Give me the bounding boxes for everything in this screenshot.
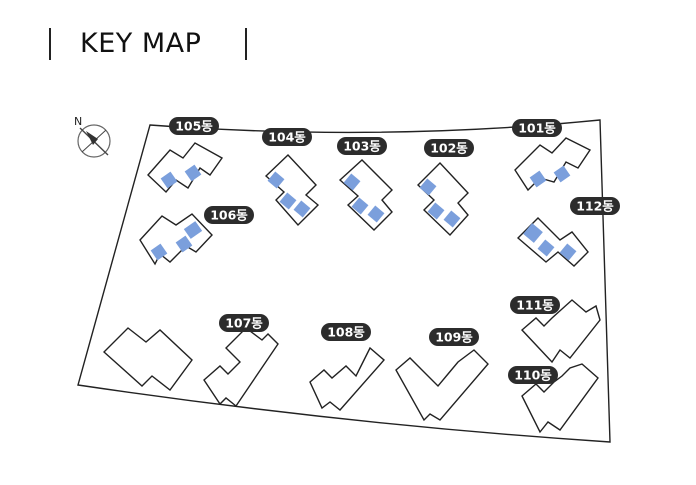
- building-label-bg: [321, 323, 371, 341]
- building-label-103[interactable]: 103동: [337, 137, 387, 155]
- building-102[interactable]: [416, 161, 469, 237]
- building-label-text: 102동: [430, 141, 468, 156]
- building-label-text: 103동: [343, 139, 381, 154]
- building-unlabeled: [102, 327, 193, 391]
- building-label-bg: [512, 119, 562, 137]
- building-label-110[interactable]: 110동: [508, 366, 558, 384]
- building-109[interactable]: [395, 349, 489, 422]
- building-104[interactable]: [264, 154, 320, 227]
- building-label-112[interactable]: 112동: [570, 197, 620, 215]
- building-111[interactable]: [520, 299, 601, 364]
- building-label-111[interactable]: 111동: [510, 296, 560, 314]
- building-105[interactable]: [147, 142, 224, 194]
- compass-north-letter: N: [74, 115, 82, 128]
- building-label-text: 105동: [175, 119, 213, 134]
- building-label-bg: [510, 296, 560, 314]
- building-label-text: 110동: [514, 368, 552, 383]
- building-103[interactable]: [338, 159, 393, 231]
- building-label-bg: [219, 314, 269, 332]
- building-label-text: 104동: [268, 130, 306, 145]
- building-label-text: 101동: [518, 121, 556, 136]
- building-label-109[interactable]: 109동: [429, 328, 479, 346]
- building-label-101[interactable]: 101동: [512, 119, 562, 137]
- building-label-104[interactable]: 104동: [262, 128, 312, 146]
- north-compass-icon: N: [74, 115, 111, 158]
- building-label-bg: [508, 366, 558, 384]
- building-112[interactable]: [516, 217, 589, 267]
- building-108[interactable]: [309, 346, 385, 411]
- building-label-108[interactable]: 108동: [321, 323, 371, 341]
- building-107[interactable]: [203, 327, 279, 408]
- building-label-107[interactable]: 107동: [219, 314, 269, 332]
- building-label-bg: [262, 128, 312, 146]
- building-label-text: 109동: [435, 330, 473, 345]
- building-label-102[interactable]: 102동: [424, 139, 474, 157]
- building-110[interactable]: [521, 363, 599, 434]
- building-label-text: 112동: [576, 199, 614, 214]
- building-label-bg: [429, 328, 479, 346]
- building-106[interactable]: [139, 213, 213, 266]
- building-label-text: 111동: [516, 298, 554, 313]
- building-101[interactable]: [514, 137, 592, 192]
- building-label-106[interactable]: 106동: [204, 206, 254, 224]
- page-title: KEY MAP: [80, 28, 202, 59]
- building-label-bg: [169, 117, 219, 135]
- building-label-bg: [337, 137, 387, 155]
- building-label-105[interactable]: 105동: [169, 117, 219, 135]
- building-label-text: 108동: [327, 325, 365, 340]
- building-label-text: 106동: [210, 208, 248, 223]
- title-left-bar: [49, 28, 51, 60]
- title-right-bar: [245, 28, 247, 60]
- building-label-bg: [570, 197, 620, 215]
- building-label-bg: [204, 206, 254, 224]
- building-label-text: 107동: [225, 316, 263, 331]
- title-header: KEY MAP: [0, 0, 696, 90]
- building-label-bg: [424, 139, 474, 157]
